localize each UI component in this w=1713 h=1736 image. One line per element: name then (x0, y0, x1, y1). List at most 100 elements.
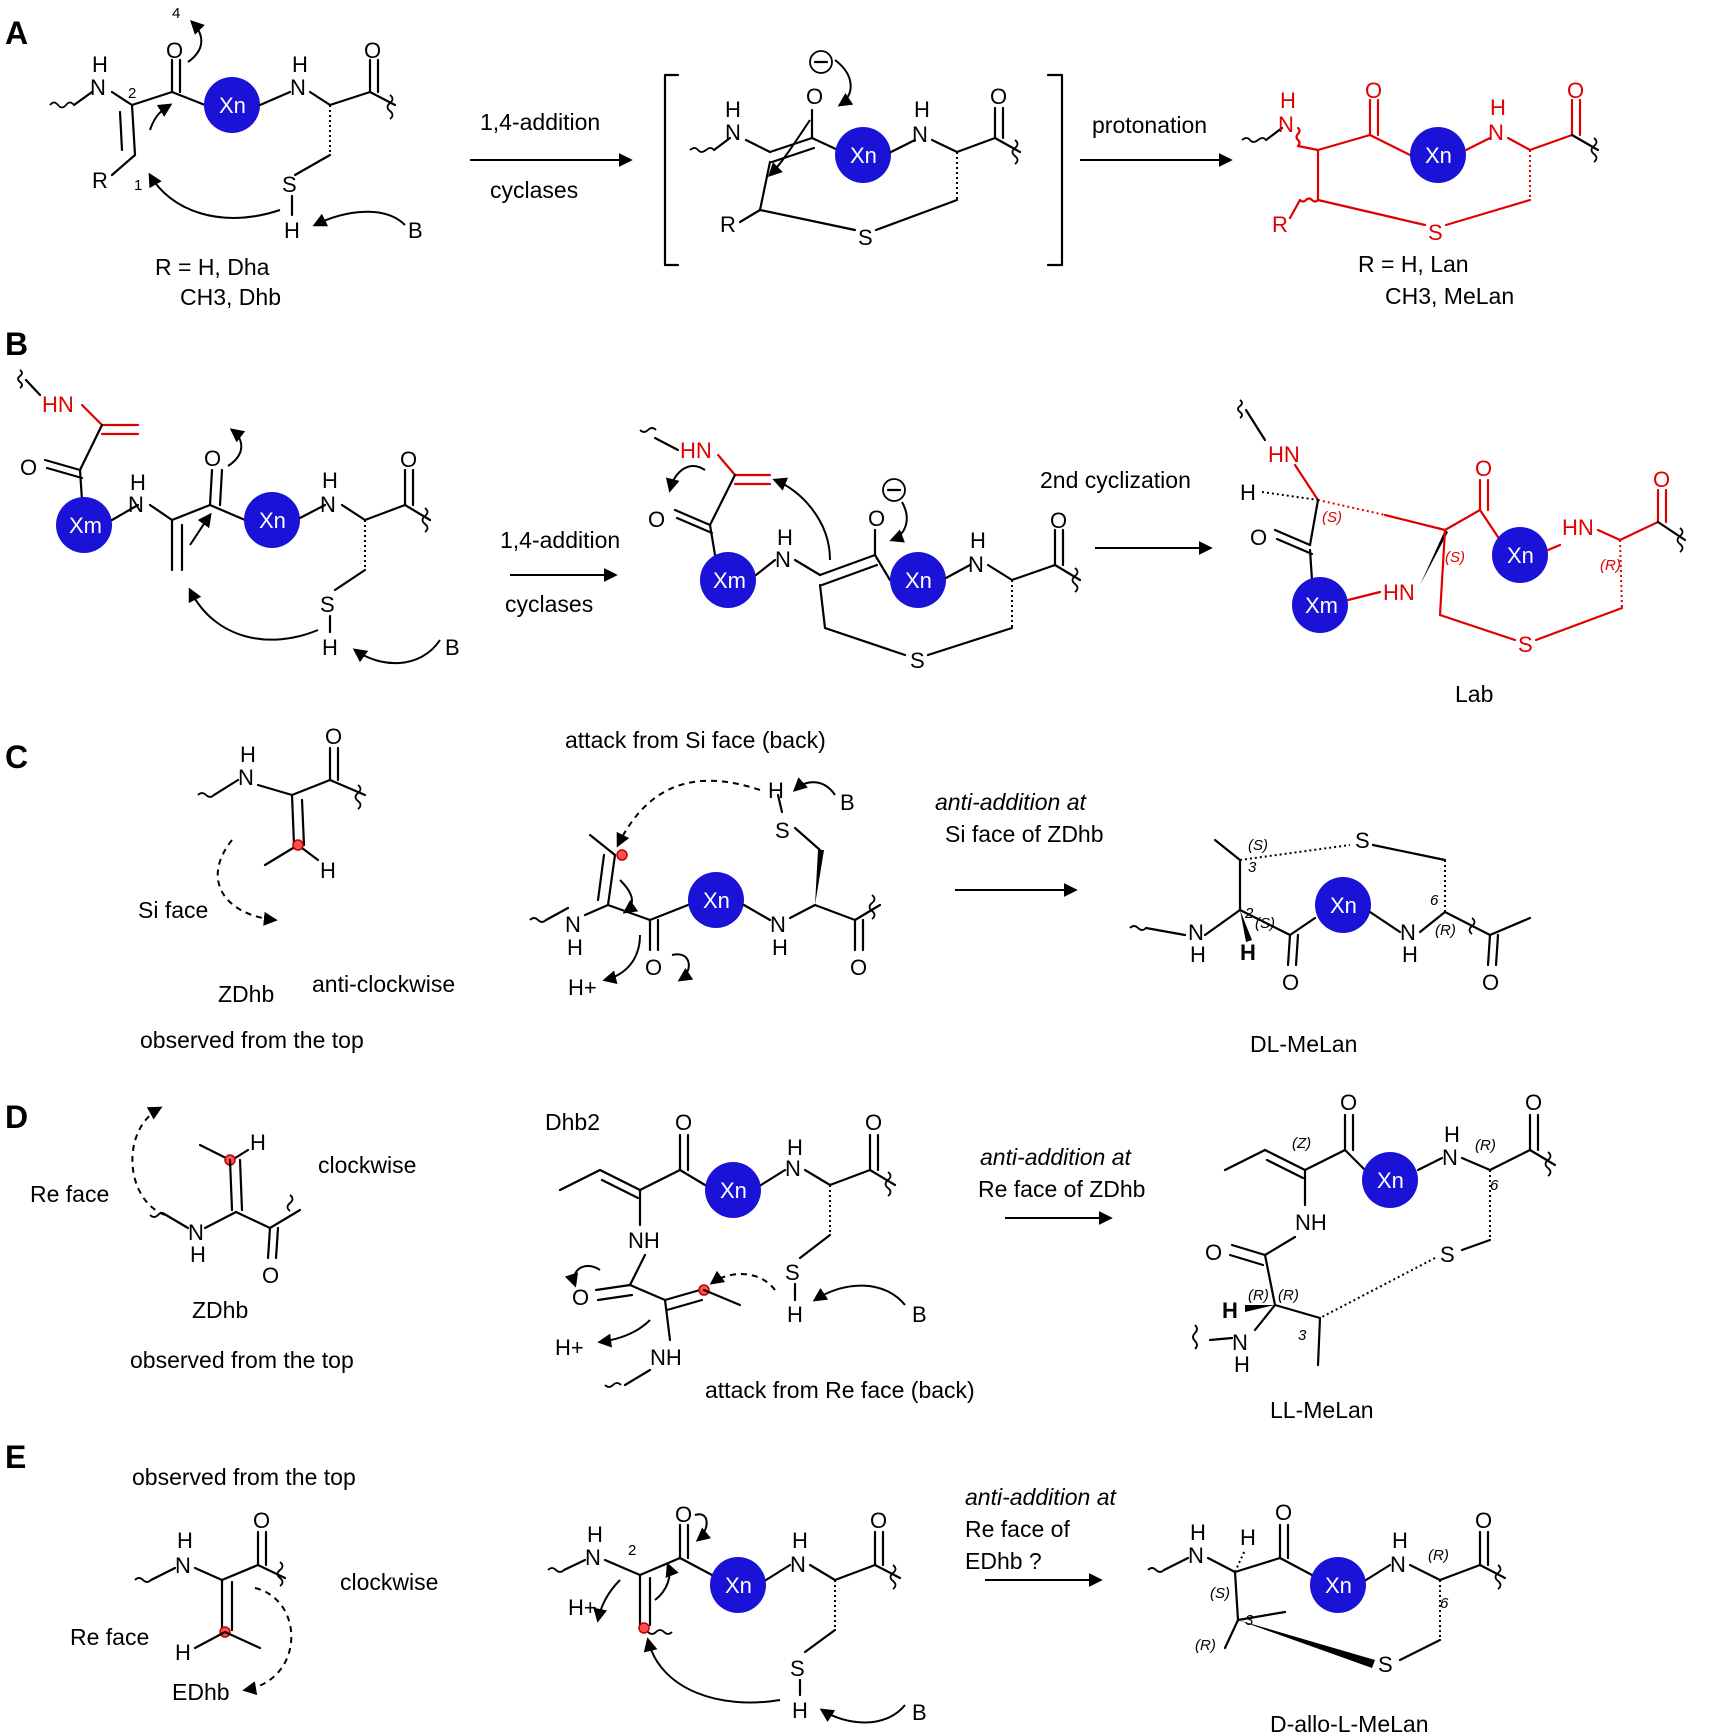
wavy-bond (276, 1561, 284, 1587)
svg-text:O: O (865, 1110, 882, 1135)
svg-text:(Z): (Z) (1292, 1135, 1311, 1152)
svg-text:(R): (R) (1195, 1637, 1216, 1654)
panel-a-product: N H O Xn N H O R S R (1241, 78, 1600, 309)
svg-text:H: H (130, 470, 146, 495)
wavy-bond (1147, 1567, 1165, 1573)
panel-e-substrate: N H O H clockwise Re face EDhb (70, 1508, 438, 1705)
svg-text:H: H (1240, 1525, 1256, 1550)
svg-text:O: O (253, 1508, 270, 1533)
svg-text:S: S (775, 818, 790, 843)
svg-text:O: O (1250, 525, 1267, 550)
svg-text:O: O (572, 1285, 589, 1310)
svg-text:B: B (408, 218, 423, 243)
svg-text:O: O (1340, 1090, 1357, 1115)
residue-xn (890, 552, 946, 608)
svg-text:Xn: Xn (1330, 893, 1357, 918)
residue-xn (204, 77, 260, 133)
wavy-bond (134, 1577, 152, 1583)
svg-text:H: H (1392, 1528, 1408, 1553)
panel-c-intermediate: N H O Xn N H O (529, 777, 882, 1000)
svg-text:H: H (787, 1302, 803, 1327)
residue-xn (1410, 127, 1466, 183)
svg-text:EDhb: EDhb (172, 1679, 230, 1705)
svg-text:N: N (1442, 1145, 1458, 1170)
wavy-bond (1590, 137, 1598, 163)
svg-text:anti-clockwise: anti-clockwise (312, 971, 455, 997)
svg-text:Xm: Xm (69, 513, 102, 538)
svg-text:O: O (325, 724, 342, 749)
svg-text:1,4-addition: 1,4-addition (480, 109, 600, 135)
svg-text:O: O (364, 38, 381, 63)
svg-text:S: S (282, 172, 297, 197)
svg-text:O: O (868, 506, 885, 531)
wavy-bond (884, 1171, 892, 1197)
svg-text:N: N (1188, 920, 1204, 945)
svg-text:Xm: Xm (713, 568, 746, 593)
wavy-bond (647, 1629, 673, 1635)
residue-xn (688, 872, 744, 928)
label-lab: Lab (1455, 681, 1493, 707)
label-lan: R = H, Lan (1358, 251, 1469, 277)
svg-text:H: H (92, 52, 108, 77)
svg-text:anti-addition at: anti-addition at (965, 1484, 1117, 1510)
svg-text:(S): (S) (1445, 549, 1465, 566)
svg-text:B: B (912, 1302, 927, 1327)
svg-text:O: O (675, 1502, 692, 1527)
svg-text:cyclases: cyclases (505, 591, 593, 617)
residue-xn (705, 1162, 761, 1218)
svg-text:attack from Re face (back): attack from Re face (back) (705, 1377, 975, 1403)
label-d-allo-l-melan: D-allo-L-MeLan (1270, 1711, 1429, 1736)
panel-a-letter: A (5, 15, 28, 51)
wavy-bond (639, 427, 657, 433)
svg-text:H: H (1240, 480, 1256, 505)
svg-text:H: H (1280, 88, 1296, 113)
svg-text:H: H (1190, 942, 1206, 967)
svg-text:Xn: Xn (1425, 143, 1452, 168)
svg-text:H: H (1402, 942, 1418, 967)
svg-text:N: N (968, 552, 984, 577)
wavy-bond (1468, 917, 1476, 935)
label-ll-melan: LL-MeLan (1270, 1397, 1374, 1423)
svg-text:H: H (320, 858, 336, 883)
svg-text:H: H (1490, 95, 1506, 120)
svg-text:NH: NH (650, 1345, 682, 1370)
svg-text:Xn: Xn (1377, 1168, 1404, 1193)
svg-text:anti-addition at: anti-addition at (935, 789, 1087, 815)
wavy-bond (604, 1382, 622, 1388)
svg-text:H: H (772, 935, 788, 960)
svg-text:1,4-addition: 1,4-addition (500, 527, 620, 553)
wavy-bond (689, 147, 715, 153)
svg-text:H: H (292, 52, 308, 77)
svg-text:(R): (R) (1278, 1287, 1299, 1304)
svg-text:O: O (1282, 970, 1299, 995)
wavy-bond (286, 1194, 294, 1212)
svg-text:O: O (648, 507, 665, 532)
svg-text:Xn: Xn (1507, 543, 1534, 568)
residue-xn (835, 127, 891, 183)
svg-text:2nd cyclization: 2nd cyclization (1040, 467, 1191, 493)
svg-text:O: O (1475, 456, 1492, 481)
wavy-bond (386, 94, 394, 120)
svg-text:O: O (204, 446, 221, 471)
panel-d-product: (Z) O Xn N H (R) 6 O S NH (1192, 1090, 1557, 1423)
svg-text:H: H (567, 935, 583, 960)
svg-text:S: S (1428, 220, 1443, 245)
panel-b-intermediate: HN O Xm N H O Xn (639, 427, 1082, 673)
svg-text:N: N (785, 1156, 801, 1181)
position-2-label: 2 (128, 85, 136, 102)
svg-text:H: H (190, 1242, 206, 1267)
svg-text:observed from the top: observed from the top (132, 1464, 356, 1490)
svg-text:Xn: Xn (1325, 1573, 1352, 1598)
panel-c: C N H O H Si face ZDhb anti-clockwise ob… (5, 724, 1532, 1057)
svg-text:N: N (238, 765, 254, 790)
wavy-bond (1676, 527, 1684, 553)
svg-text:O: O (1205, 1240, 1222, 1265)
svg-text:R: R (720, 212, 736, 237)
svg-text:O: O (262, 1263, 279, 1288)
panel-b-letter: B (5, 326, 28, 362)
svg-text:protonation: protonation (1092, 112, 1207, 138)
svg-text:ZDhb: ZDhb (218, 981, 274, 1007)
svg-text:H: H (792, 1528, 808, 1553)
residue-xn (1315, 877, 1371, 933)
